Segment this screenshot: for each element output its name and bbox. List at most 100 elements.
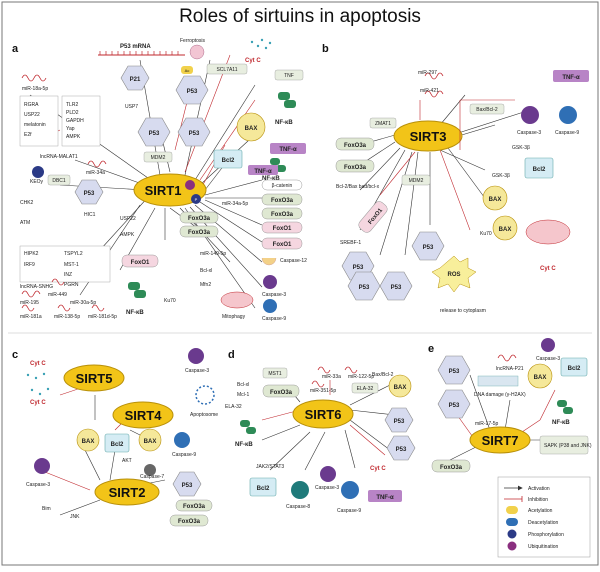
caspase9-label-a: Caspase-9 <box>262 316 286 322</box>
cyt-c-label-b: Cyt C <box>540 266 556 272</box>
foxo3a-label-c2: FoxO3a <box>188 230 211 236</box>
gsk-label-b1: GSK-3β <box>512 145 530 151</box>
tnfa-label-b: TNF-α <box>562 75 580 81</box>
phospho-badge-text: P <box>195 197 198 202</box>
bcl2-label-c: Bcl2 <box>111 442 124 448</box>
mir-297-label: miR-297 <box>418 70 437 76</box>
ubiq-badge-a <box>185 180 195 190</box>
lncrna-malat1-label: lncRNA-MALAT1 <box>40 154 78 160</box>
cyt-c-label-d: Cyt C <box>370 466 386 472</box>
mir-34a-5p-label: miR-34a-5p <box>222 201 248 207</box>
panel-b: b miR-297 m <box>322 43 589 314</box>
dbc1-label: DBC1 <box>52 178 66 184</box>
foxo3a-label-r1: FoxO3a <box>271 198 294 204</box>
foxo3a-label-b2: FoxO3a <box>344 165 367 171</box>
panel-a: a <box>12 38 307 322</box>
foxo3a-box-b2 <box>335 159 375 173</box>
foxo3a-box-c-a <box>175 499 213 512</box>
bax-label-c1: BAX <box>82 439 95 445</box>
cyt-c-label-c2: Cyt C <box>30 400 46 406</box>
caspase9-icon-d <box>341 481 359 499</box>
tnfa-label-a2: TNF-α <box>254 169 272 175</box>
caspase3-label-a: Caspase-3 <box>262 292 286 298</box>
caspase3-icon-a <box>263 275 277 289</box>
ku70-label-b: Ku70 <box>480 231 492 237</box>
mdm2-box-b <box>401 174 431 186</box>
p53-label-d1: P53 <box>394 419 405 425</box>
bax-label-b2: BAX <box>499 227 512 233</box>
tnfa-box-a2 <box>248 165 278 175</box>
p53-node-e1 <box>437 355 471 385</box>
b-catenin-box <box>261 179 303 191</box>
p53-mrna-label: P53 mRNA <box>120 44 151 50</box>
left-bottom-grid <box>19 245 111 283</box>
bim-label: Bim <box>42 506 51 512</box>
pgrn-label: PGRN <box>64 282 79 288</box>
zmat1-box <box>369 117 397 129</box>
left-box-5: PLD2 <box>66 110 79 116</box>
dna-icon <box>477 375 519 387</box>
caspase3-label-d: Caspase-3 <box>315 485 339 491</box>
phospho-badge-a <box>191 194 201 204</box>
foxo1-label-c: FoxO1 <box>131 260 150 266</box>
bcl2-box-c <box>104 433 130 453</box>
p53-node-b1 <box>411 231 445 261</box>
dbc1-box <box>47 174 71 186</box>
mir-30a-label: miR-30a-5p <box>70 300 96 306</box>
mir-17-label: miR-17-5p <box>475 421 499 427</box>
foxo1-label-r1: FoxO1 <box>273 226 292 232</box>
ela32-label-c: ELA-32 <box>225 404 242 410</box>
hic1-label: HIC1 <box>84 212 96 218</box>
jak2-label: JAK2/STAT3 <box>256 464 284 470</box>
foxo3a-box-r2 <box>261 207 303 220</box>
left-box-3: E2f <box>24 132 32 138</box>
mirna-hairpins-d <box>311 366 358 388</box>
bax-label-a: BAX <box>245 126 258 132</box>
p53-label-d2: P53 <box>396 447 407 453</box>
foxo1-label-r2: FoxO1 <box>273 242 292 248</box>
p53-node-top <box>175 75 209 105</box>
bax-node-b1 <box>482 185 508 211</box>
legend-acetyl-badge <box>506 506 518 514</box>
ferroptosis-icon <box>189 44 205 60</box>
p53-label-b2: P53 <box>353 265 364 271</box>
p53-label-b4: P53 <box>391 285 402 291</box>
ela32-box-d <box>351 382 379 394</box>
usp22-label-b: USP22 <box>120 216 136 222</box>
foxo3a-box-d <box>262 384 300 398</box>
bax-bcl2-box-b <box>469 103 505 115</box>
caspase3-icon-d <box>320 466 336 482</box>
legend: Activation Inhibition Acetylation Deacet… <box>497 476 591 558</box>
hipk2-label: HIPK2 <box>24 251 39 257</box>
mir-138-label: miR-138-5p <box>54 314 80 320</box>
sirt7-label: SIRT7 <box>482 433 519 448</box>
mdm2-label-b: MDM2 <box>409 178 424 184</box>
nfkb-icon-d <box>240 420 256 434</box>
release-label: release to cytoplasm <box>440 308 486 314</box>
apoptosome-icon <box>195 385 215 405</box>
mcl1-label-d: Mcl-1 <box>237 392 249 398</box>
caspase9-label-b: Caspase-9 <box>555 130 579 136</box>
mir-195-label: miR-195 <box>20 300 39 306</box>
p53-label-mid2: P53 <box>189 131 200 137</box>
tnf-label-a: TNF <box>284 73 294 79</box>
chk2-label: CHK2 <box>20 200 34 206</box>
legend-deacetyl-badge <box>506 518 518 526</box>
sirt6-label: SIRT6 <box>305 407 342 422</box>
nfkb-icon-a3 <box>128 282 146 298</box>
bax-label-b1: BAX <box>489 197 502 203</box>
irf9-label: IRF9 <box>24 262 35 268</box>
foxo1-box-r1 <box>261 221 303 234</box>
caspase7-icon <box>144 464 156 476</box>
sirt4-label: SIRT4 <box>125 408 163 423</box>
usp7-label: USP7 <box>125 104 138 110</box>
foxo1-box-r2 <box>261 237 303 250</box>
foxo3a-label-r2: FoxO3a <box>271 212 294 218</box>
bax-node-c1 <box>76 428 100 452</box>
foxo3a-box-r1 <box>261 193 303 206</box>
left-box-2: melatonin <box>24 122 46 128</box>
lncrna-p21-label: lncRNA-P21 <box>496 366 524 372</box>
foxo3a-label-b1: FoxO3a <box>344 143 367 149</box>
